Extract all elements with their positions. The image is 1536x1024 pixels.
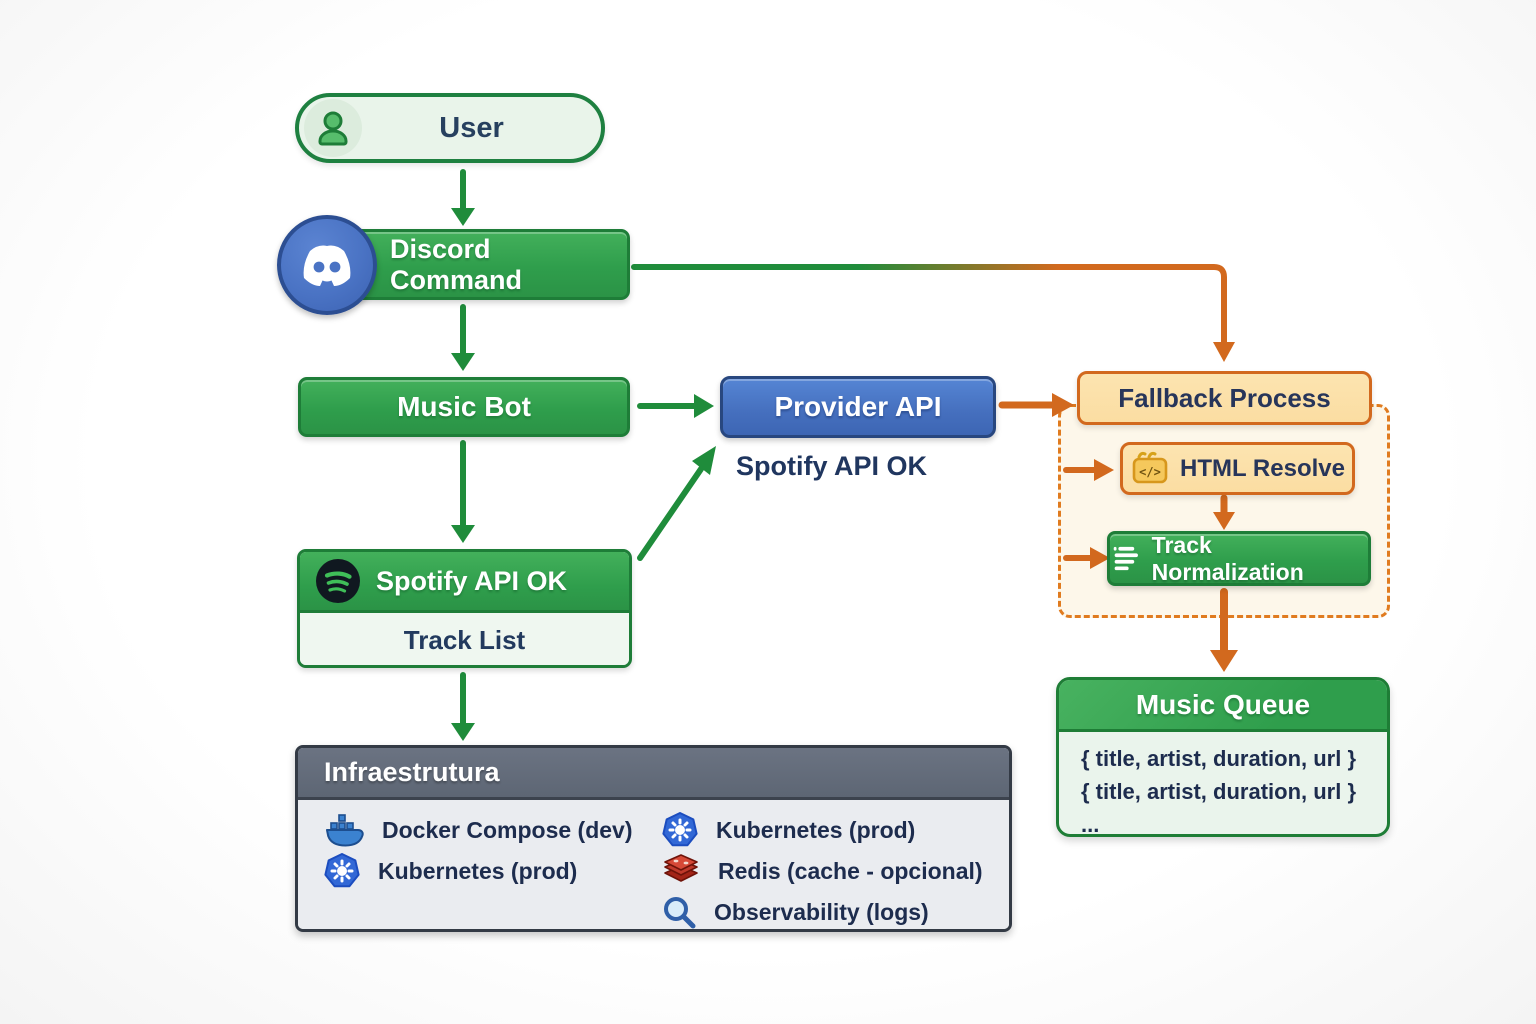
infra-item-label: Docker Compose (dev) — [382, 816, 633, 843]
provider-api-node[interactable]: Provider API — [720, 376, 996, 438]
music-bot-node[interactable]: Music Bot — [298, 377, 630, 437]
arrow-tracklist-to-infra — [451, 672, 475, 741]
music-queue-header: Music Queue — [1059, 680, 1387, 732]
music-queue-title: Music Queue — [1135, 688, 1311, 720]
arrow-spotify-to-provider — [637, 446, 716, 561]
spotify-header: Spotify API OK — [300, 552, 629, 613]
spotify-node[interactable]: Spotify API OK Track List — [297, 549, 632, 668]
spotify-icon — [316, 559, 360, 603]
code-icon: </> — [1132, 451, 1168, 483]
infra-item-label: Redis (cache - opcional) — [718, 857, 983, 884]
fallback-process-label: Fallback Process — [1118, 382, 1331, 413]
discord-command-label: Discord Command — [390, 233, 523, 295]
user-label: User — [439, 111, 504, 144]
queue-item: { title, artist, duration, url } — [1081, 779, 1357, 804]
infra-item-label: Kubernetes (prod) — [716, 816, 916, 843]
arrow-provider-to-fallback — [998, 393, 1074, 417]
discord-command-node[interactable]: Discord Command — [345, 229, 630, 300]
track-list-label: Track List — [403, 625, 526, 655]
infra-item-label: Kubernetes (prod) — [378, 857, 578, 884]
arrow-discord-to-fallback — [631, 264, 1235, 362]
search-icon — [662, 895, 696, 929]
user-avatar — [304, 99, 362, 157]
arrow-tracknorm-to-queue — [1210, 588, 1238, 672]
infra-item-kubernetes-2[interactable]: Kubernetes (prod) — [324, 853, 662, 889]
infrastructure-body: Docker Compose (dev) Kube — [298, 800, 1009, 929]
provider-api-label: Provider API — [774, 391, 942, 422]
track-normalization-label: Track Normalization — [1151, 531, 1304, 585]
list-icon — [1113, 546, 1138, 570]
infrastructure-node[interactable]: Infraestrutura Docker Compose (dev) — [295, 745, 1012, 932]
infra-item-docker-compose[interactable]: Docker Compose (dev) — [324, 813, 662, 847]
html-resolve-label: HTML Resolve — [1180, 454, 1345, 482]
arrow-htmlresolve-to-tracknorm — [1213, 494, 1235, 530]
arrow-discord-to-musicbot — [451, 304, 475, 371]
music-queue-body: { title, artist, duration, url } { title… — [1059, 732, 1387, 837]
docker-icon — [324, 813, 364, 847]
queue-item: { title, artist, duration, url } — [1081, 746, 1357, 771]
kubernetes-icon — [324, 853, 360, 889]
fallback-process-node[interactable]: Fallback Process — [1077, 371, 1372, 425]
person-icon — [318, 111, 348, 146]
arrow-user-to-discord — [451, 169, 475, 226]
user-node[interactable]: User — [295, 93, 605, 163]
infra-item-redis[interactable]: Redis (cache - opcional) — [662, 854, 983, 888]
provider-api-note: Spotify API OK — [736, 451, 928, 481]
spotify-label: Spotify API OK — [376, 565, 568, 596]
arrow-musicbot-to-provider — [637, 394, 714, 418]
infra-item-kubernetes-1[interactable]: Kubernetes (prod) — [662, 812, 983, 848]
infrastructure-header: Infraestrutura — [298, 748, 1009, 800]
svg-text:</>: </> — [1139, 465, 1161, 479]
kubernetes-icon — [662, 812, 698, 848]
arrow-into-html-resolve — [1063, 459, 1114, 481]
arrow-into-tracknorm — [1063, 547, 1110, 569]
music-bot-label: Music Bot — [397, 391, 531, 422]
html-resolve-node[interactable]: </> HTML Resolve — [1120, 442, 1355, 495]
infrastructure-title: Infraestrutura — [324, 757, 500, 787]
queue-item-ellipsis: ... — [1081, 812, 1100, 837]
music-queue-node[interactable]: Music Queue { title, artist, duration, u… — [1056, 677, 1390, 837]
discord-icon — [277, 215, 377, 315]
track-normalization-node[interactable]: Track Normalization — [1107, 531, 1371, 586]
redis-icon — [662, 854, 700, 888]
arrow-musicbot-to-spotify — [451, 440, 475, 543]
infra-item-observability[interactable]: Observability (logs) — [662, 895, 983, 929]
track-list-node[interactable]: Track List — [300, 613, 629, 665]
infra-item-label: Observability (logs) — [714, 898, 929, 925]
